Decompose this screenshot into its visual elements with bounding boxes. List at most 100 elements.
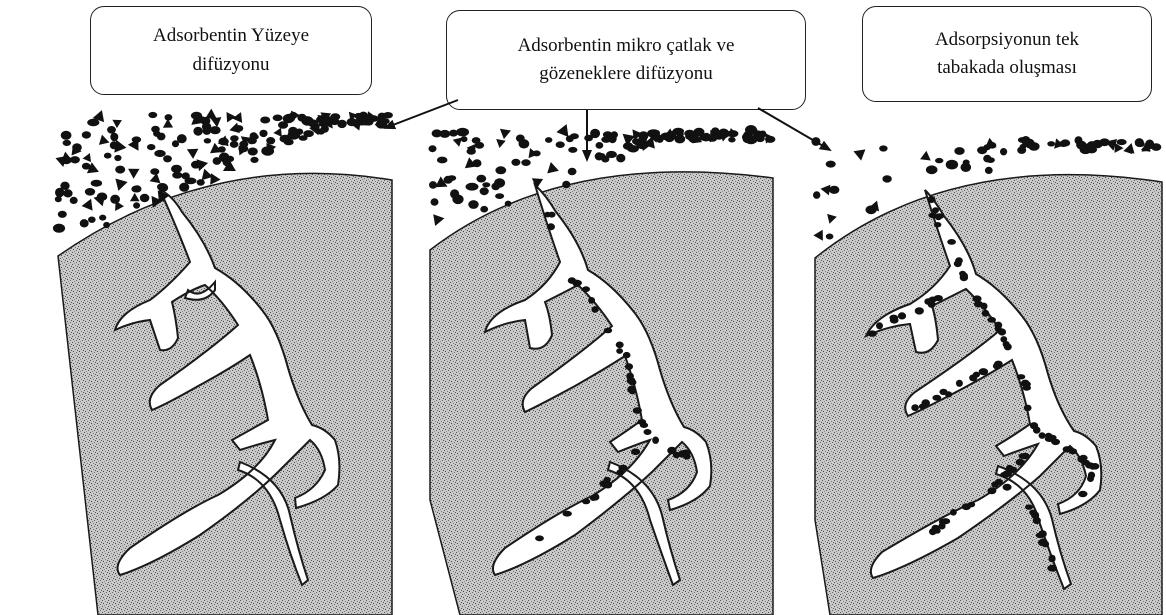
adsorbate-dot	[811, 137, 820, 146]
adsorbate-triangle	[187, 149, 199, 159]
adsorbate-dot	[1022, 381, 1031, 387]
adsorbate-dot	[432, 129, 442, 137]
adsorbate-dot	[495, 193, 504, 199]
adsorbate-dot	[568, 147, 577, 153]
adsorbate-dot	[998, 328, 1006, 335]
adsorbate-dot	[1039, 432, 1046, 439]
adsorbate-triangle	[827, 214, 837, 224]
adsorbate-dot	[1003, 470, 1011, 476]
adsorbate-dot	[1028, 142, 1039, 151]
adsorbate-dot	[261, 146, 274, 156]
adsorbent-grain-2	[430, 172, 773, 615]
adsorbate-triangle	[211, 117, 222, 127]
adsorbate-triangle	[115, 201, 124, 211]
adsorbate-dot	[230, 135, 239, 141]
adsorbate-dot	[330, 118, 339, 126]
adsorbate-dot	[63, 189, 72, 197]
adsorbate-dot	[674, 135, 685, 144]
adsorbate-dot	[165, 114, 173, 120]
adsorbate-dot	[114, 155, 121, 161]
adsorbate-dot	[969, 374, 977, 381]
adsorbate-dot	[148, 112, 157, 118]
adsorbate-dot	[956, 380, 963, 387]
adsorbate-dot	[437, 157, 448, 164]
adsorbate-dot	[582, 499, 590, 505]
adsorbate-triangle	[128, 169, 139, 179]
adsorbate-dot	[986, 157, 995, 163]
adsorbate-dot	[545, 137, 552, 143]
adsorbate-triangle	[115, 179, 127, 191]
adsorbate-dot	[110, 195, 120, 204]
adsorbate-dot	[347, 118, 358, 126]
adsorbate-dot	[131, 186, 140, 193]
adsorbate-dot	[633, 407, 642, 414]
arrow-to-surface	[385, 100, 458, 128]
adsorbate-dot	[53, 224, 65, 233]
adsorbate-dot	[82, 163, 91, 170]
adsorbate-dot	[87, 119, 99, 126]
adsorbate-dot	[995, 479, 1003, 485]
adsorbate-dot	[591, 306, 598, 313]
adsorbate-dot	[297, 114, 306, 122]
adsorbate-dot	[988, 142, 996, 149]
adsorbate-dot	[1099, 138, 1110, 146]
adsorbate-dot	[449, 130, 458, 137]
adsorbate-dot	[80, 219, 89, 227]
adsorbate-dot	[681, 450, 690, 456]
adsorbate-dot	[521, 159, 530, 166]
adsorbate-dot	[171, 165, 182, 173]
adsorbate-triangle	[854, 149, 866, 160]
adsorbate-dot	[711, 127, 719, 133]
adsorbate-dot	[945, 391, 952, 397]
adsorbate-dot	[110, 141, 118, 149]
adsorbate-dot	[667, 447, 676, 454]
adsorbate-dot	[584, 135, 593, 142]
adsorbate-dot	[519, 139, 530, 148]
adsorbate-dot	[103, 222, 110, 228]
adsorbate-dot	[985, 167, 993, 174]
adsorbate-dot	[882, 175, 891, 182]
adsorbate-dot	[756, 135, 765, 142]
adsorbate-triangle	[197, 159, 209, 171]
adsorbate-dot	[926, 165, 938, 174]
adsorbate-dot	[625, 363, 633, 370]
adsorbate-triangle	[232, 112, 242, 123]
adsorbate-dot	[104, 153, 112, 159]
adsorbate-dot	[133, 202, 140, 208]
adsorbate-dot	[150, 168, 159, 175]
adsorbate-dot	[939, 519, 947, 525]
adsorbate-triangle	[82, 199, 93, 211]
adsorbate-dot	[826, 161, 836, 168]
adsorbate-dot	[889, 315, 898, 321]
adsorbate-dot	[431, 198, 439, 206]
adsorbate-dot	[1086, 146, 1097, 154]
adsorbate-dot	[250, 157, 258, 163]
adsorbate-triangle	[1124, 143, 1135, 154]
adsorbate-dot	[58, 211, 67, 218]
adsorbate-dot	[1024, 405, 1032, 412]
adsorbate-triangle	[453, 138, 462, 147]
adsorbate-dot	[1022, 138, 1030, 146]
adsorbate-dot	[1033, 427, 1041, 434]
adsorbate-dot	[273, 115, 283, 122]
adsorbate-dot	[82, 131, 91, 138]
adsorbate-dot	[97, 193, 108, 201]
adsorbate-dot	[955, 257, 963, 264]
adsorbate-dot	[107, 126, 116, 134]
adsorbate-dot	[468, 200, 478, 209]
adsorbate-triangle	[99, 135, 110, 145]
adsorbate-dot	[1029, 510, 1036, 516]
adsorbate-dot	[154, 150, 165, 157]
adsorbate-dot	[1078, 491, 1087, 497]
adsorbate-dot	[652, 437, 659, 444]
adsorbate-dot	[876, 322, 883, 329]
adsorbate-dot	[204, 138, 211, 143]
adsorbate-dot	[132, 136, 141, 142]
adsorbate-dot	[934, 295, 943, 301]
adsorbate-dot	[163, 155, 172, 162]
adsorbate-dot	[702, 133, 711, 142]
adsorbate-dot	[70, 197, 78, 204]
adsorbate-dot	[548, 212, 555, 218]
adsorbate-dot	[1019, 453, 1028, 459]
